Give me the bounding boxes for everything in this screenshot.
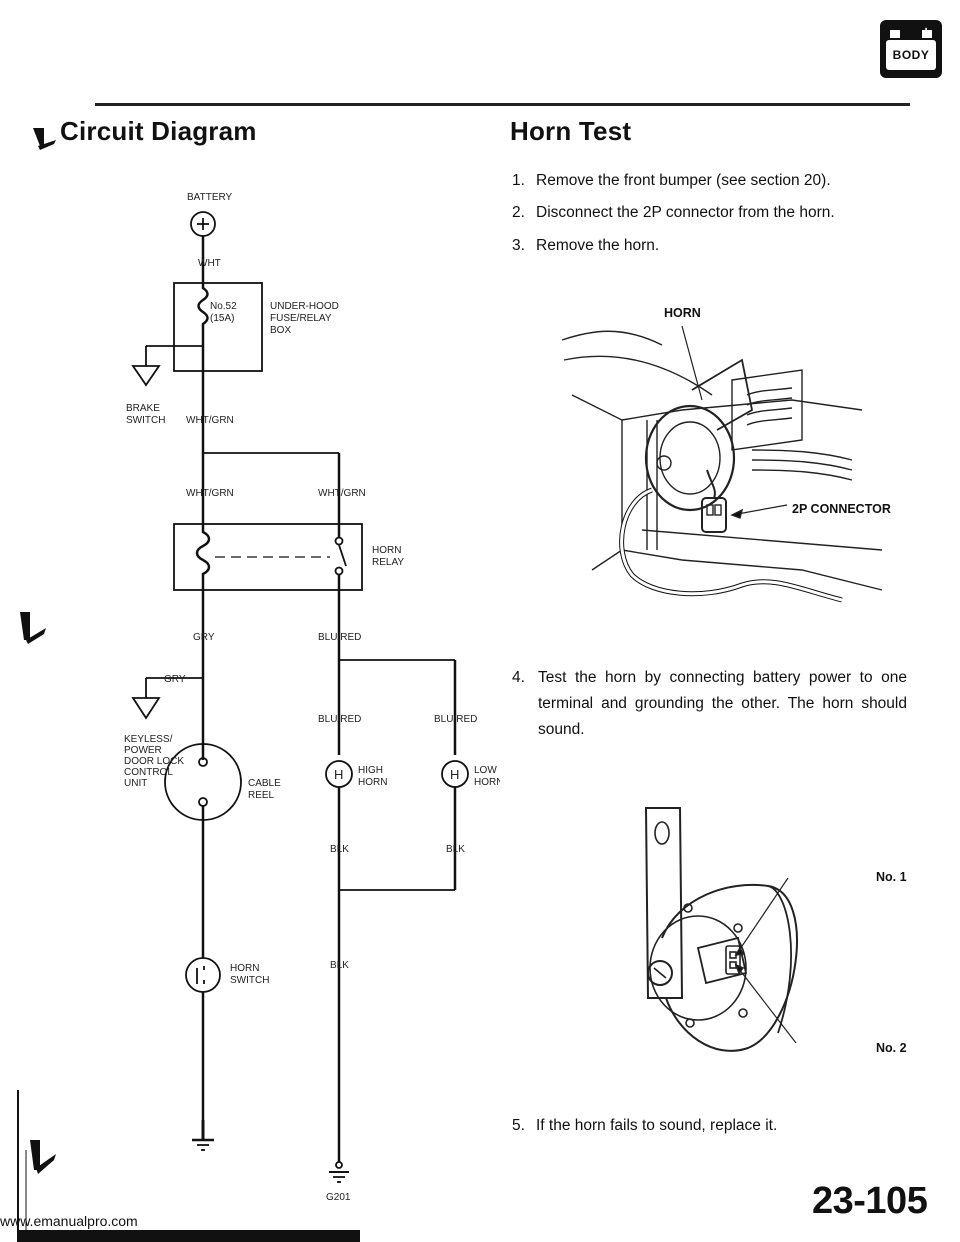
label-horn-switch-1: HORN — [230, 963, 259, 974]
header-rule — [95, 103, 910, 106]
margin-mark-3b — [36, 1154, 56, 1174]
step-1-number: 1. — [512, 172, 525, 189]
label-fuse-no: No.52 — [210, 301, 237, 312]
step-2-number: 2. — [512, 204, 525, 221]
terminal-block — [696, 936, 748, 985]
bumper-edge-line — [561, 330, 663, 346]
horn-relay-coil — [195, 520, 211, 600]
website-link[interactable]: www.emanualpro.com — [0, 1213, 138, 1229]
under-hood-fuse-box — [173, 282, 263, 372]
page-number: 23-105 — [812, 1180, 928, 1222]
label-battery: BATTERY — [187, 192, 233, 203]
label-blu-red-right: BLU/RED — [434, 714, 477, 725]
label-fuse-amp: (15A) — [210, 313, 234, 324]
step-3: 3. Remove the horn. — [512, 233, 907, 259]
label-horn: HORN — [664, 306, 701, 320]
step-3-number: 3. — [512, 237, 525, 254]
section-badge: − + BODY — [880, 20, 942, 78]
label-low-2: HORN — [474, 777, 500, 788]
brake-switch-symbol — [131, 365, 161, 387]
label-terminal-no2: No. 2 — [876, 1041, 907, 1055]
horn-installed-illustration: HORN 2P CONNECTOR — [561, 306, 891, 603]
label-ground: G201 — [326, 1192, 351, 1203]
bracket-grille — [731, 369, 853, 481]
label-under-hood-1: UNDER-HOOD — [270, 301, 339, 312]
step-4: 4. Test the horn by connecting battery po… — [512, 665, 907, 743]
margin-mark-1 — [33, 128, 44, 146]
label-low-1: LOW — [474, 765, 497, 776]
horn-switch-symbol — [185, 957, 221, 993]
mounting-bolt — [647, 960, 673, 986]
label-2p-connector: 2P CONNECTOR — [792, 502, 891, 516]
horn-relay-box — [173, 523, 363, 591]
step-3-text: Remove the horn. — [536, 237, 660, 254]
label-keyless-3: DOOR LOCK — [124, 756, 184, 767]
label-gry-branch: GRY — [164, 674, 186, 685]
label-keyless-1: KEYLESS/ — [124, 734, 173, 745]
label-blk-left: BLK — [330, 844, 349, 855]
badge-label-box: BODY — [886, 40, 936, 70]
battery-post-left — [890, 30, 900, 38]
label-gry-main: GRY — [193, 632, 215, 643]
badge-label: BODY — [892, 48, 930, 62]
step-4-number: 4. — [512, 669, 525, 686]
label-cable-2: REEL — [248, 790, 275, 801]
label-blk-right: BLK — [446, 844, 465, 855]
label-wht-grn-right: WHT/GRN — [318, 488, 366, 499]
label-keyless-2: POWER — [124, 745, 162, 756]
circuit-diagram: BATTERY WHT No.52 (15A) UNDER-HOOD FUSE/… — [124, 192, 500, 1203]
label-wht: WHT — [198, 258, 221, 269]
label-blu-red-left: BLU/RED — [318, 714, 361, 725]
step-5-number: 5. — [512, 1117, 525, 1134]
margin-mark-1b — [38, 140, 56, 150]
label-high-2: HORN — [358, 777, 387, 788]
label-high-1: HIGH — [358, 765, 383, 776]
label-blk-main: BLK — [330, 960, 349, 971]
battery-post-right — [922, 30, 932, 38]
step-2-text: Disconnect the 2P connector from the hor… — [536, 204, 835, 221]
fuse-no52 — [197, 276, 209, 380]
label-horn-relay-1: HORN — [372, 545, 401, 556]
step-5-text: If the horn fails to sound, replace it. — [536, 1117, 778, 1134]
label-under-hood-2: FUSE/RELAY — [270, 313, 332, 324]
label-brake-2: SWITCH — [126, 415, 165, 426]
label-keyless-4: CONTROL — [124, 767, 173, 778]
label-high-horn-h: H — [334, 767, 343, 782]
bottom-edge-bar — [18, 1230, 360, 1242]
label-horn-switch-2: SWITCH — [230, 975, 269, 986]
label-keyless-5: UNIT — [124, 778, 147, 789]
margin-mark-2b — [26, 628, 46, 644]
label-terminal-no1: No. 1 — [876, 870, 907, 884]
label-cable-1: CABLE — [248, 778, 281, 789]
horn-terminals-illustration: No. 1 No. 2 — [644, 807, 907, 1055]
connector-2p — [701, 497, 727, 533]
label-wht-grn-left: WHT/GRN — [186, 488, 234, 499]
step-1-text: Remove the front bumper (see section 20)… — [536, 172, 831, 189]
step-2: 2. Disconnect the 2P connector from the h… — [512, 200, 907, 226]
horn-body — [644, 404, 736, 512]
label-under-hood-3: BOX — [270, 325, 291, 336]
label-brake-1: BRAKE — [126, 403, 160, 414]
margin-mark-3 — [30, 1140, 40, 1170]
step-1: 1. Remove the front bumper (see section 2… — [512, 168, 907, 194]
circuit-diagram-title: Circuit Diagram — [60, 116, 257, 146]
margin-mark-2 — [20, 612, 30, 640]
plus-sign: + — [922, 23, 931, 39]
horn-test-title: Horn Test — [510, 116, 632, 146]
minus-sign: − — [892, 23, 901, 39]
label-horn-relay-2: RELAY — [372, 557, 404, 568]
horn-outer-shell — [661, 883, 798, 1052]
label-low-horn-h: H — [450, 767, 459, 782]
step-5: 5. If the horn fails to sound, replace it… — [512, 1113, 907, 1139]
label-wht-grn-main: WHT/GRN — [186, 415, 234, 426]
horn-mounting-bracket — [644, 807, 684, 999]
keyless-unit-symbol — [131, 697, 161, 720]
label-blu-red-main: BLU/RED — [318, 632, 361, 643]
step-4-text: Test the horn by connecting battery powe… — [538, 669, 907, 738]
